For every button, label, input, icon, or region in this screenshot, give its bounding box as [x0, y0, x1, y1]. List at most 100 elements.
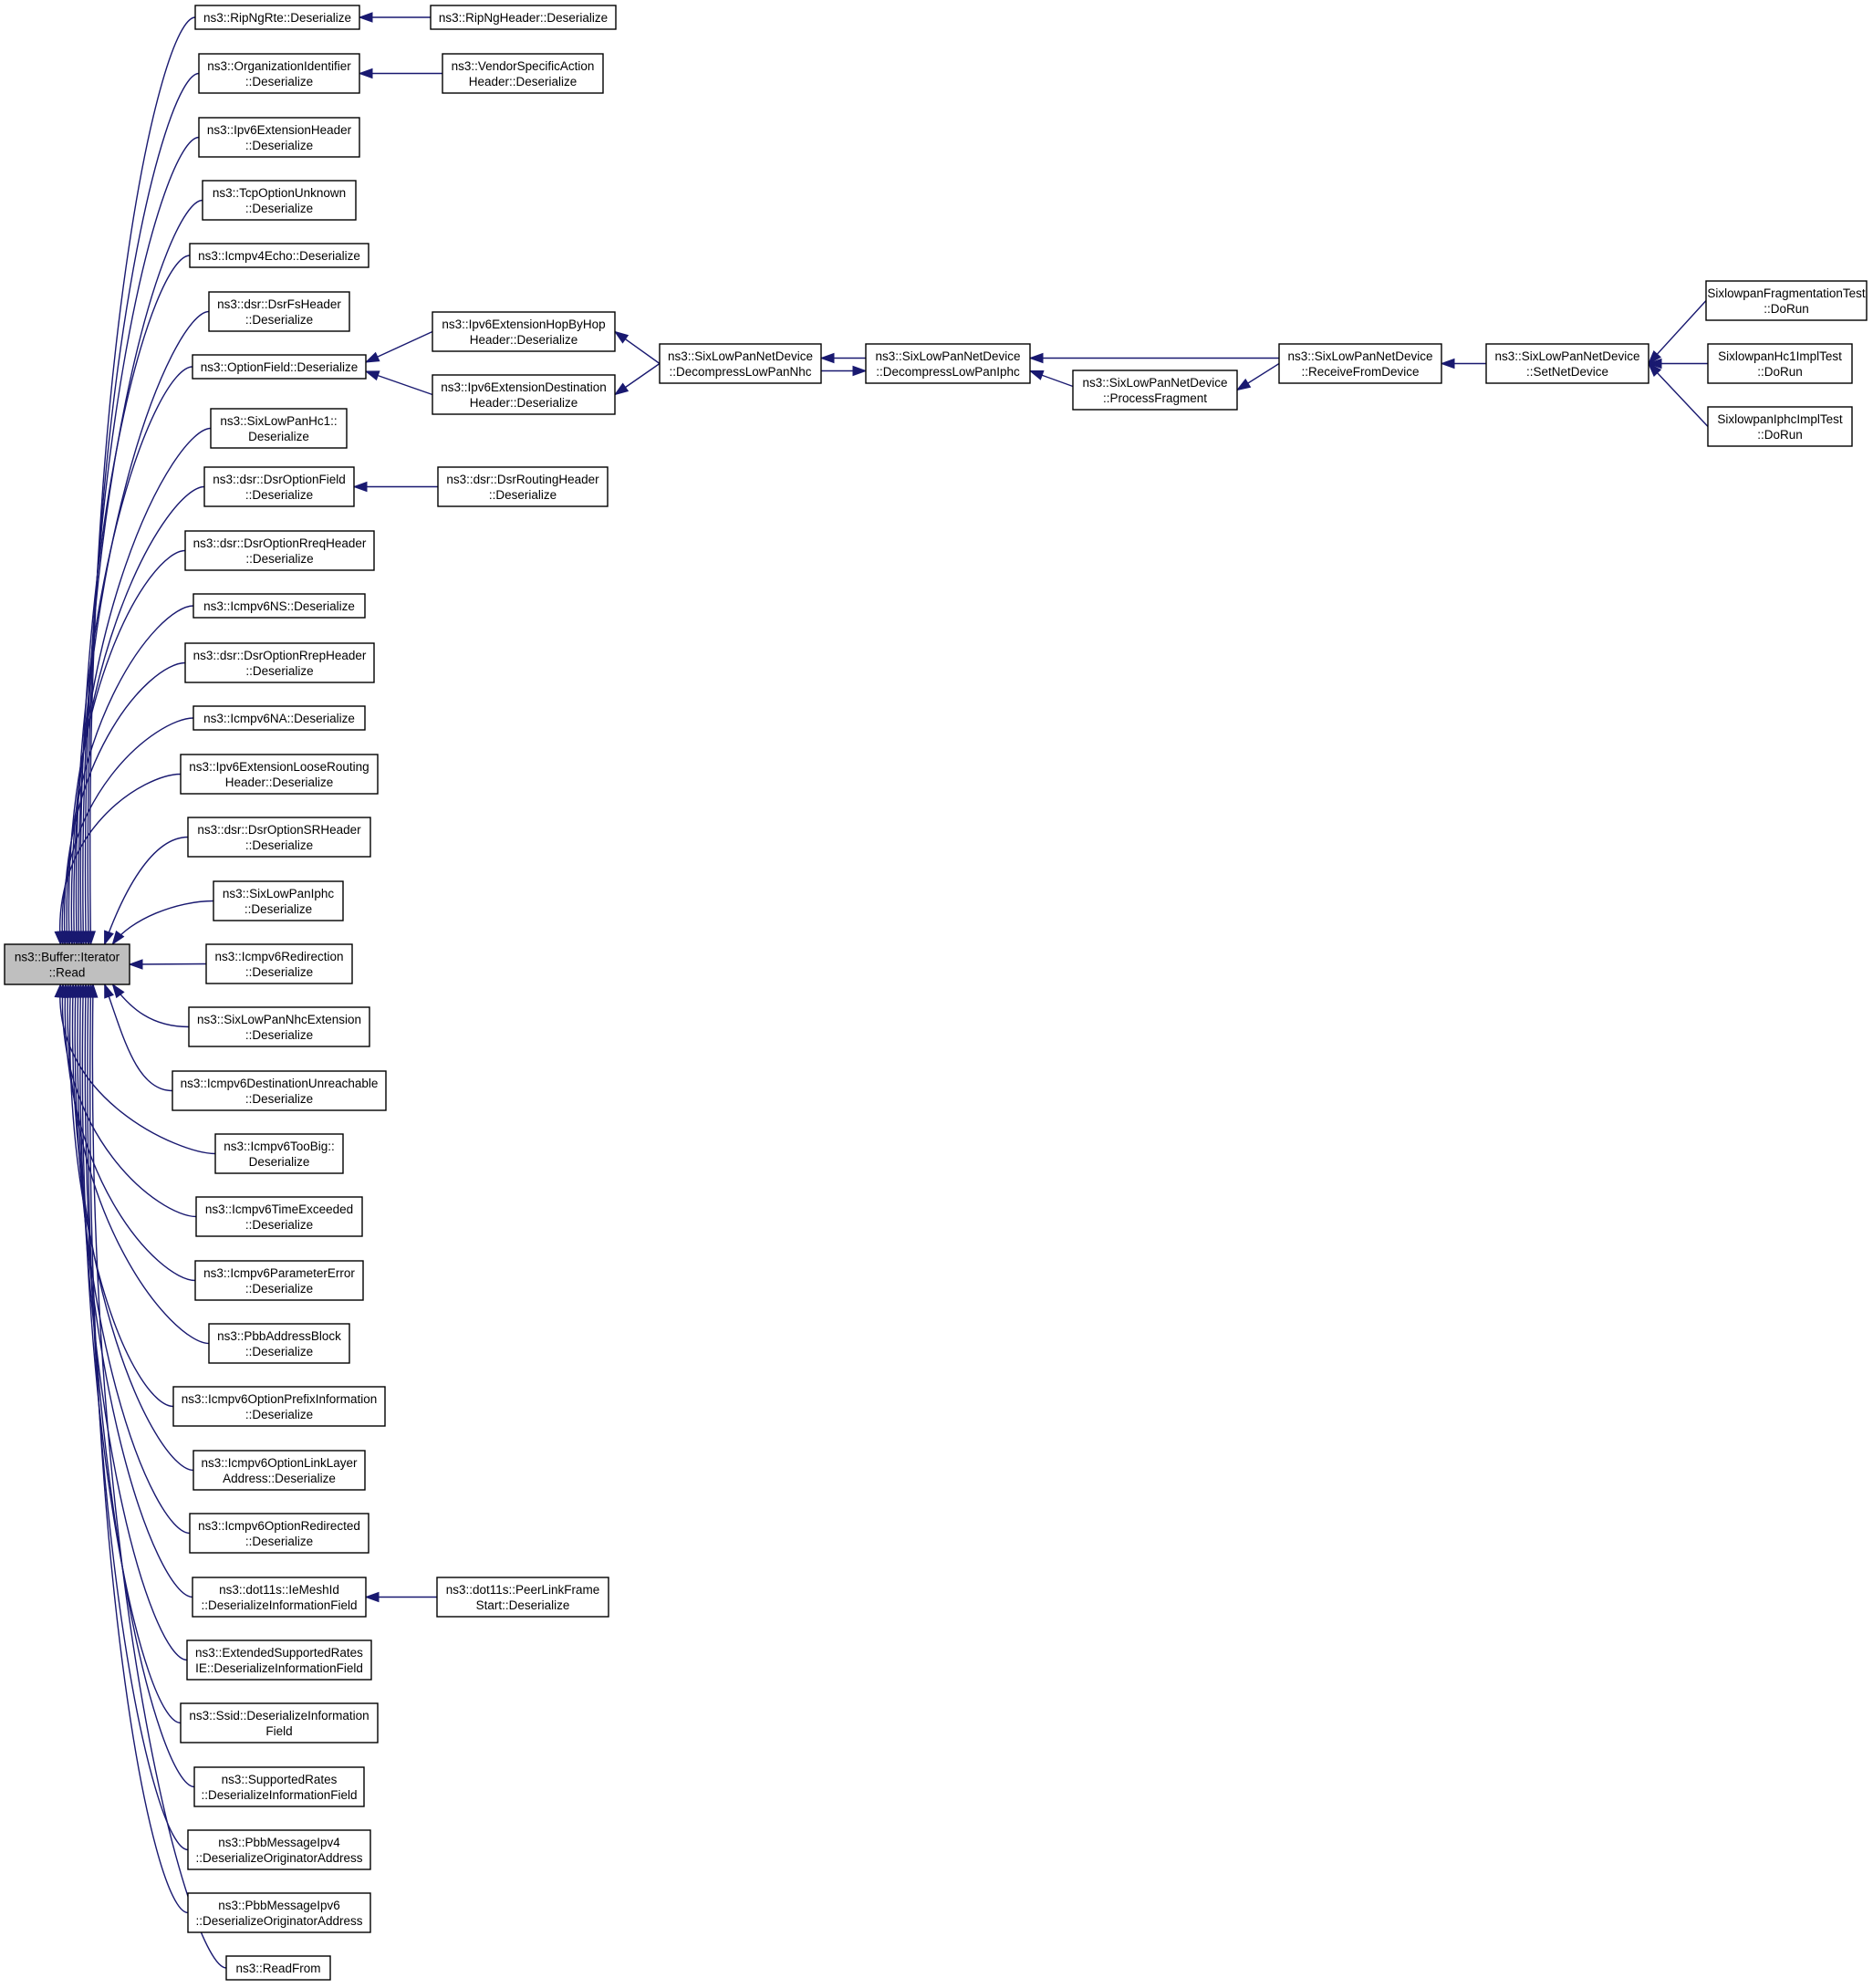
node-hopbyhop[interactable]: ns3::Ipv6ExtensionHopByHopHeader::Deseri…: [432, 311, 616, 352]
node-label: ns3::dsr::DsrOptionField: [213, 473, 346, 486]
node-pbbipv4[interactable]: ns3::PbbMessageIpv4::DeserializeOriginat…: [187, 1829, 371, 1870]
node-label: ns3::dot11s::PeerLinkFrame: [446, 1583, 600, 1597]
node-label: ::Deserialize: [245, 664, 313, 678]
node-ipv6ext[interactable]: ns3::Ipv6ExtensionHeader::Deserialize: [198, 117, 360, 158]
node-icmpv4echo[interactable]: ns3::Icmpv4Echo::Deserialize: [189, 243, 369, 268]
edge-readfrom-to-root: [91, 984, 227, 1969]
node-box: [198, 53, 360, 94]
node-box: [1707, 343, 1853, 384]
node-peerlink[interactable]: ns3::dot11s::PeerLinkFrameStart::Deseria…: [436, 1577, 609, 1618]
node-icmpv6ns[interactable]: ns3::Icmpv6NS::Deserialize: [193, 593, 366, 619]
edge-layer: [54, 12, 1709, 1969]
node-extrates[interactable]: ns3::ExtendedSupportedRatesIE::Deseriali…: [186, 1639, 372, 1681]
arrowhead-decompnhc-to-hopbyhop: [613, 330, 630, 344]
node-linklayer[interactable]: ns3::Icmpv6OptionLinkLayerAddress::Deser…: [193, 1450, 366, 1491]
edge-orgid-to-root: [87, 72, 200, 945]
node-box: [172, 1386, 386, 1427]
node-decompiphc[interactable]: ns3::SixLowPanNetDevice::DecompressLowPa…: [865, 343, 1031, 384]
node-prefixinfo[interactable]: ns3::Icmpv6OptionPrefixInformation::Dese…: [172, 1386, 386, 1427]
arrowhead-ripngheader-to-ripngrte: [358, 12, 373, 23]
node-label: Deserialize: [248, 430, 309, 443]
node-label: ns3::SixLowPanHc1::: [220, 414, 337, 428]
node-box: [193, 705, 366, 731]
node-optredirected[interactable]: ns3::Icmpv6OptionRedirected::Deserialize: [189, 1513, 369, 1554]
node-pbbipv6[interactable]: ns3::PbbMessageIpv6::DeserializeOriginat…: [187, 1892, 371, 1933]
node-pbbaddr[interactable]: ns3::PbbAddressBlock::Deserialize: [208, 1323, 350, 1364]
node-iphc[interactable]: ns3::SixLowPanIphc::Deserialize: [213, 880, 344, 921]
node-label: ::Deserialize: [245, 1345, 313, 1358]
node-readfrom[interactable]: ns3::ReadFrom: [225, 1955, 331, 1981]
node-label: ns3::RipNgHeader::Deserialize: [439, 11, 608, 25]
node-box: [436, 1577, 609, 1618]
node-box: [195, 1196, 363, 1237]
node-recvdev[interactable]: ns3::SixLowPanNetDevice::ReceiveFromDevi…: [1278, 343, 1442, 384]
node-label: Header::Deserialize: [469, 75, 578, 88]
node-ssid[interactable]: ns3::Ssid::DeserializeInformationField: [180, 1702, 379, 1743]
node-icmpv6na[interactable]: ns3::Icmpv6NA::Deserialize: [193, 705, 366, 731]
node-box: [187, 817, 371, 858]
node-dsrrreq[interactable]: ns3::dsr::DsrOptionRreqHeader::Deseriali…: [184, 530, 375, 571]
node-procfrag[interactable]: ns3::SixLowPanNetDevice::ProcessFragment: [1072, 369, 1238, 411]
node-label: ns3::Icmpv6OptionPrefixInformation: [182, 1392, 378, 1406]
node-destination[interactable]: ns3::Ipv6ExtensionDestinationHeader::Des…: [432, 374, 616, 415]
node-vendor[interactable]: ns3::VendorSpecificActionHeader::Deseria…: [442, 53, 604, 94]
arrowhead-recvdev-to-decompiphc: [1028, 352, 1044, 364]
node-dsrrrep[interactable]: ns3::dsr::DsrOptionRrepHeader::Deseriali…: [184, 642, 375, 683]
node-redirection[interactable]: ns3::Icmpv6Redirection::Deserialize: [205, 943, 353, 984]
node-dsrsr[interactable]: ns3::dsr::DsrOptionSRHeader::Deserialize: [187, 817, 371, 858]
arrowhead-readfrom-to-root: [88, 983, 99, 998]
node-fragtest[interactable]: SixlowpanFragmentationTest::DoRun: [1705, 280, 1868, 321]
node-label: ::SetNetDevice: [1526, 365, 1608, 379]
node-hc1[interactable]: ns3::SixLowPanHc1::Deserialize: [210, 408, 348, 449]
node-label: Header::Deserialize: [470, 396, 578, 410]
node-toobig[interactable]: ns3::Icmpv6TooBig::Deserialize: [214, 1133, 344, 1174]
node-label: ::DecompressLowPanNhc: [669, 365, 811, 379]
node-dsrfs[interactable]: ns3::dsr::DsrFsHeader::Deserialize: [208, 291, 350, 332]
node-optionfield[interactable]: ns3::OptionField::Deserialize: [192, 354, 367, 380]
node-label: ns3::dsr::DsrFsHeader: [217, 297, 341, 311]
node-box: [194, 5, 360, 30]
node-label: ns3::SixLowPanNetDevice: [668, 349, 813, 363]
node-nhcext[interactable]: ns3::SixLowPanNhcExtension::Deserialize: [188, 1006, 370, 1047]
node-dsrrouting[interactable]: ns3::dsr::DsrRoutingHeader::Deserialize: [437, 466, 609, 507]
node-label: ::Deserialize: [245, 902, 312, 916]
node-ripngheader[interactable]: ns3::RipNgHeader::Deserialize: [430, 5, 617, 30]
edge-fragtest-to-setnetdev: [1648, 300, 1707, 364]
arrowhead-destination-to-optionfield: [364, 370, 380, 381]
node-box: [865, 343, 1031, 384]
node-hc1test[interactable]: SixlowpanHc1ImplTest::DoRun: [1707, 343, 1853, 384]
node-label: ns3::Icmpv6TooBig::: [224, 1140, 335, 1153]
node-label: ns3::SixLowPanNetDevice: [1287, 349, 1432, 363]
node-ripngrte[interactable]: ns3::RipNgRte::Deserialize: [194, 5, 360, 30]
node-label: ::Read: [49, 966, 86, 980]
node-label: ::Deserialize: [245, 1408, 313, 1421]
node-iphctest[interactable]: SixlowpanIphcImplTest::DoRun: [1707, 406, 1853, 447]
node-label: ns3::Buffer::Iterator: [15, 951, 120, 964]
edge-nhcext-to-root: [111, 984, 190, 1028]
node-label: SixlowpanFragmentationTest: [1707, 286, 1866, 300]
node-box: [193, 593, 366, 619]
node-setnetdev[interactable]: ns3::SixLowPanNetDevice::SetNetDevice: [1485, 343, 1649, 384]
node-dsroptfield[interactable]: ns3::dsr::DsrOptionField::Deserialize: [203, 466, 355, 507]
node-looserouting[interactable]: ns3::Ipv6ExtensionLooseRoutingHeader::De…: [180, 754, 379, 795]
node-box: [192, 354, 367, 380]
node-decompnhc[interactable]: ns3::SixLowPanNetDevice::DecompressLowPa…: [659, 343, 822, 384]
node-label: ::Deserialize: [245, 552, 313, 566]
node-label: ::Deserialize: [245, 965, 313, 979]
node-label: ::Deserialize: [245, 1092, 313, 1106]
node-suprates[interactable]: ns3::SupportedRates::DeserializeInformat…: [193, 1766, 365, 1807]
edge-destunreach-to-root: [104, 984, 173, 1092]
node-label: ns3::VendorSpecificAction: [452, 59, 595, 73]
node-label: Header::Deserialize: [225, 775, 334, 789]
arrowhead-peerlink-to-iemeshid: [364, 1591, 380, 1603]
node-iemeshid[interactable]: ns3::dot11s::IeMeshId::DeserializeInform…: [192, 1577, 367, 1618]
node-label: ::DeserializeInformationField: [201, 1598, 357, 1612]
node-box: [189, 1513, 369, 1554]
node-label: ::DoRun: [1757, 428, 1803, 442]
node-timeexceeded[interactable]: ns3::Icmpv6TimeExceeded::Deserialize: [195, 1196, 363, 1237]
node-root[interactable]: ns3::Buffer::Iterator::Read: [4, 943, 130, 985]
node-destunreach[interactable]: ns3::Icmpv6DestinationUnreachable::Deser…: [172, 1070, 387, 1111]
node-orgid[interactable]: ns3::OrganizationIdentifier::Deserialize: [198, 53, 360, 94]
node-tcpunknown[interactable]: ns3::TcpOptionUnknown::Deserialize: [202, 180, 357, 221]
node-paramerror[interactable]: ns3::Icmpv6ParameterError::Deserialize: [194, 1260, 364, 1301]
